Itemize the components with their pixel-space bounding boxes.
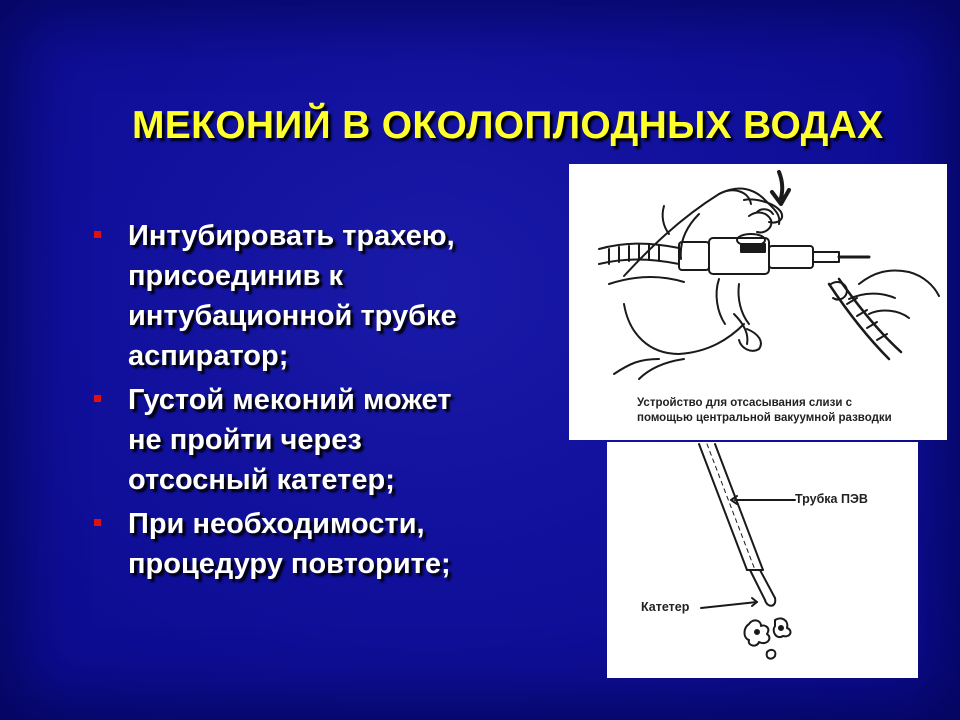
aspirator-caption: Устройство для отсасывания слизи с помощ… — [637, 397, 892, 424]
bullet-text: Густой меконий может не пройти через отс… — [128, 384, 452, 496]
bullet-text: Интубировать трахею, присоединив к интуб… — [128, 220, 457, 372]
bullet-text: При необходимости, процедуру повторите; — [128, 508, 451, 580]
bullet-square-icon — [94, 519, 101, 526]
aspirator-illustration: Устройство для отсасывания слизи с помощ… — [569, 164, 947, 440]
bullet-square-icon — [94, 231, 101, 238]
slide-title: МЕКОНИЙ В ОКОЛОПЛОДНЫХ ВОДАХ — [132, 104, 884, 147]
bullet-item: Интубировать трахею, присоединив к интуб… — [92, 216, 512, 376]
bullet-item: Густой меконий может не пройти через отс… — [92, 380, 512, 500]
catheter-drawing — [698, 443, 796, 660]
bullet-square-icon — [94, 395, 101, 402]
hand-aspirator-drawing — [598, 170, 940, 380]
bullet-item: При необходимости, процедуру повторите; — [92, 504, 512, 584]
catheter-label: Катетер — [641, 600, 690, 614]
bullet-list: Интубировать трахею, присоединив к интуб… — [92, 216, 512, 588]
tube-label: Трубка ПЭВ — [795, 492, 868, 506]
catheter-illustration: Трубка ПЭВ Катетер — [607, 442, 918, 678]
